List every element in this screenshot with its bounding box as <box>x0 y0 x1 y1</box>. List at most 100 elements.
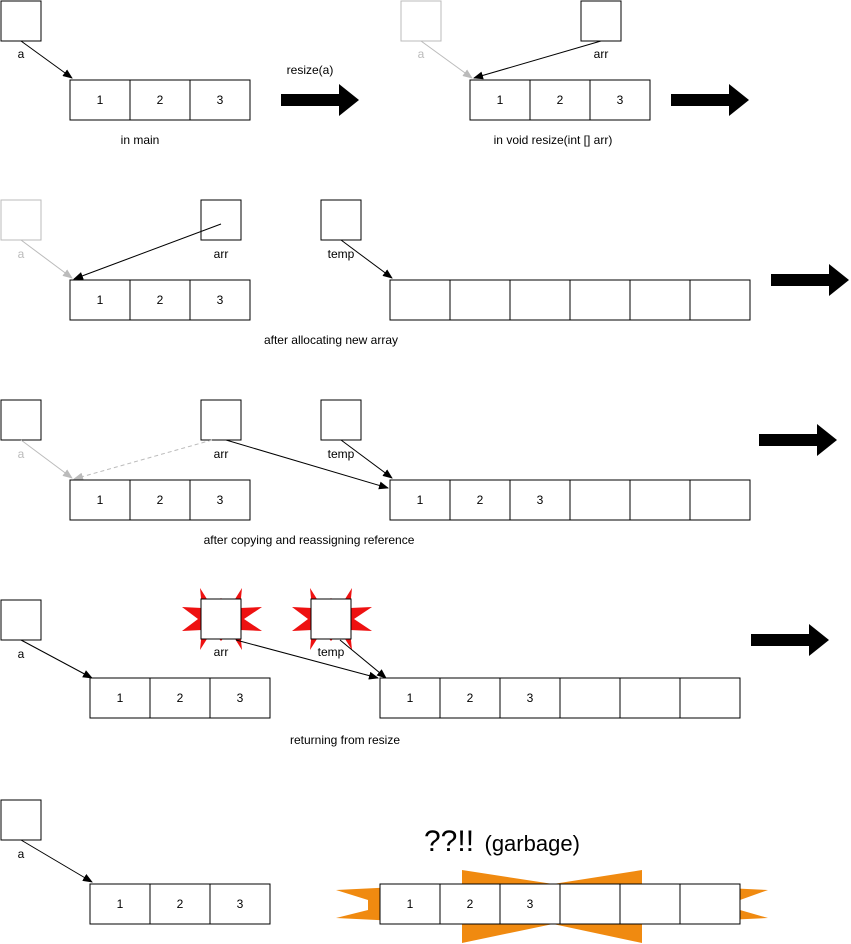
array-old: 1 2 3 <box>89 677 271 719</box>
pointer-temp-to-new <box>340 439 393 479</box>
scene-after-allocating: a arr temp 1 2 3 after allocating new ar… <box>0 199 849 347</box>
pointer-temp-to-new <box>340 239 393 279</box>
pointer-arr-to-old <box>73 223 222 280</box>
var-box-arr <box>200 199 242 241</box>
scene-after-copying: a arr temp 1 2 3 1 2 3 after copyi <box>0 399 837 547</box>
array-cell <box>499 883 561 925</box>
var-box-arr <box>200 399 242 441</box>
caption-after-allocating: after allocating new array <box>264 333 398 347</box>
array-in-resize: 1 2 3 <box>469 79 651 121</box>
pointer-a-to-old <box>20 839 93 883</box>
step-arrow <box>771 264 849 296</box>
var-label-a-faded: a <box>18 247 25 261</box>
var-label-a: a <box>18 647 25 661</box>
var-box-arr-destroyed <box>200 598 242 640</box>
cell-value: 1 <box>117 691 124 705</box>
array-cell <box>559 883 621 925</box>
cell-value: 1 <box>407 897 414 911</box>
array-cell <box>69 79 131 121</box>
cell-value: 1 <box>417 493 424 507</box>
cell-value: 3 <box>527 691 534 705</box>
array-cell <box>189 479 251 521</box>
array-cell <box>629 479 691 521</box>
cell-value: 3 <box>237 691 244 705</box>
pointer-a-faded <box>20 439 73 479</box>
exclaim-text: ??!! <box>424 825 474 858</box>
var-label-a: a <box>18 847 25 861</box>
cell-value: 2 <box>177 897 184 911</box>
scene-garbage: a 1 2 3 ??!! (garbage) 1 2 3 <box>0 799 768 943</box>
array-cell <box>89 883 151 925</box>
cell-value: 2 <box>157 293 164 307</box>
array-cell <box>569 279 631 321</box>
array-cell <box>69 479 131 521</box>
var-box-a <box>0 599 42 641</box>
array-cell <box>129 79 191 121</box>
array-cell <box>499 677 561 719</box>
cell-value: 3 <box>217 93 224 107</box>
array-new: 1 2 3 <box>379 677 741 719</box>
cell-value: 2 <box>157 93 164 107</box>
caption-in-main: in main <box>121 133 160 147</box>
array-cell <box>509 279 571 321</box>
array-cell <box>379 677 441 719</box>
pointer-arr-to-array <box>473 40 602 80</box>
array-cell <box>89 677 151 719</box>
array-cell <box>149 883 211 925</box>
step-arrow <box>671 84 749 116</box>
array-cell <box>389 479 451 521</box>
array-main: 1 2 3 <box>69 79 251 121</box>
array-garbage: 1 2 3 <box>379 883 741 925</box>
array-new <box>389 279 751 321</box>
array-cell <box>629 279 691 321</box>
var-box-arr <box>580 0 622 42</box>
scene-returning: a arr temp 1 2 3 1 2 3 <box>0 588 829 747</box>
caption-after-copying: after copying and reassigning reference <box>204 533 415 547</box>
var-box-a <box>0 0 42 42</box>
array-cell <box>689 279 751 321</box>
var-label-temp: temp <box>318 645 345 659</box>
array-cell <box>189 79 251 121</box>
cell-value: 1 <box>497 93 504 107</box>
step-arrow <box>281 84 359 116</box>
cell-value: 2 <box>467 897 474 911</box>
pointer-a-to-old <box>20 639 93 679</box>
array-cell <box>679 883 741 925</box>
var-box-a-faded <box>400 0 442 42</box>
cell-value: 1 <box>407 691 414 705</box>
var-label-a-faded: a <box>418 47 425 61</box>
array-cell <box>509 479 571 521</box>
cell-value: 1 <box>97 293 104 307</box>
var-label-a-faded: a <box>18 447 25 461</box>
cell-value: 3 <box>617 93 624 107</box>
cell-value: 3 <box>217 293 224 307</box>
array-cell <box>589 79 651 121</box>
garbage-heading: ??!! (garbage) <box>424 825 580 858</box>
array-cell <box>439 677 501 719</box>
cell-value: 2 <box>157 493 164 507</box>
array-cell <box>529 79 591 121</box>
var-label-arr: arr <box>214 247 229 261</box>
pointer-temp-to-new <box>339 639 387 679</box>
garbage-label: (garbage) <box>485 831 580 856</box>
var-label-temp: temp <box>328 247 355 261</box>
array-cell <box>439 883 501 925</box>
cell-value: 3 <box>237 897 244 911</box>
cell-value: 2 <box>477 493 484 507</box>
var-box-temp <box>320 199 362 241</box>
cell-value: 2 <box>467 691 474 705</box>
array-cell <box>129 479 191 521</box>
array-cell <box>449 479 511 521</box>
pointer-arr-to-new <box>235 639 379 680</box>
array-old: 1 2 3 <box>89 883 271 925</box>
pointer-a-to-array <box>20 40 73 79</box>
cell-value: 1 <box>97 493 104 507</box>
var-label-arr: arr <box>214 645 229 659</box>
array-cell <box>689 479 751 521</box>
pointer-a-faded <box>420 40 473 79</box>
cell-value: 2 <box>557 93 564 107</box>
var-label-arr: arr <box>594 47 609 61</box>
array-cell <box>619 883 681 925</box>
array-cell <box>209 677 271 719</box>
